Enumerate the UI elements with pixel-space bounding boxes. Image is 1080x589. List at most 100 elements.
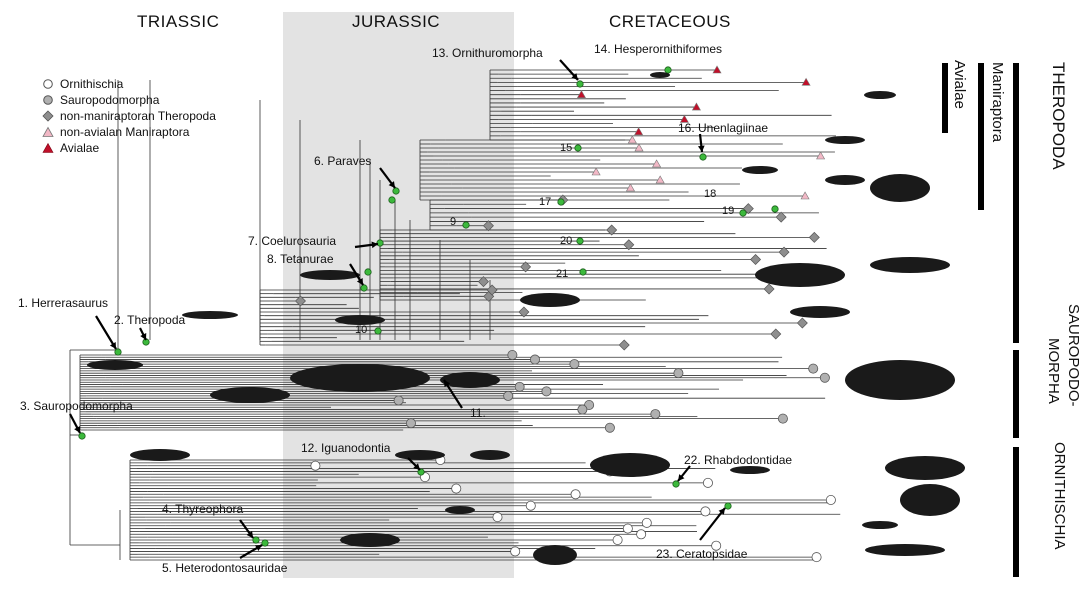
sauropodomorph-marker xyxy=(541,386,552,397)
node-number-10: 10 xyxy=(355,324,368,336)
dinosaur-silhouette xyxy=(210,387,290,403)
label-ornithuromorpha: 13. Ornithuromorpha xyxy=(432,46,543,60)
theropod-diamond xyxy=(796,317,808,329)
dinosaur-silhouette xyxy=(755,263,845,287)
period-cretaceous: CRETACEOUS xyxy=(609,12,731,31)
label-arrows xyxy=(69,59,726,559)
arrow-head xyxy=(74,426,81,433)
legend-label: non-maniraptoran Theropoda xyxy=(60,109,216,123)
arrow-head xyxy=(246,531,253,538)
legend-label: Ornithischia xyxy=(60,77,124,91)
dinosaur-silhouette xyxy=(862,521,898,529)
period-triassic: TRIASSIC xyxy=(137,12,220,31)
dinosaur-silhouette xyxy=(470,450,510,460)
ornithischian-marker xyxy=(825,494,836,505)
dinosaur-silhouette xyxy=(900,484,960,516)
arrow-head xyxy=(140,333,147,340)
node-marker xyxy=(576,237,584,245)
dinosaur-silhouette xyxy=(445,506,475,514)
node-number-17: 17 xyxy=(539,196,552,208)
node-marker xyxy=(462,221,470,229)
dinosaur-silhouette xyxy=(864,91,896,99)
avialae-marker xyxy=(634,127,644,136)
arrow-head xyxy=(718,508,725,515)
node-marker xyxy=(360,284,368,292)
theropod-diamond xyxy=(775,211,787,223)
ornithischian-marker xyxy=(711,540,722,551)
sauropodomorph-marker xyxy=(405,418,416,429)
ornithischian-marker xyxy=(702,477,713,488)
sauropodomorph-marker xyxy=(393,395,404,406)
diamond-icon xyxy=(42,110,54,122)
dinosaur-silhouette xyxy=(300,270,360,280)
arrow-head xyxy=(678,474,685,481)
legend-label: Sauropodomorpha xyxy=(60,93,160,107)
dinosaur-silhouette xyxy=(870,257,950,273)
theropod-diamond xyxy=(778,246,790,258)
maniraptora-marker xyxy=(652,159,662,168)
dinosaur-silhouette xyxy=(650,72,670,78)
sauropodomorph-marker xyxy=(819,372,830,383)
clade-label-ornithischia: ORNITHISCHIA xyxy=(1051,442,1068,550)
ornithischian-marker xyxy=(622,523,633,534)
label-rhabdodontidae: 22. Rhabdodontidae xyxy=(684,453,793,467)
maniraptora-marker xyxy=(800,191,810,200)
arrow-head xyxy=(388,181,395,188)
node-number-18: 18 xyxy=(704,188,717,200)
node-marker xyxy=(579,268,587,276)
theropod-diamond xyxy=(606,224,618,236)
maniraptora-marker xyxy=(634,143,644,152)
pink-triangle-icon xyxy=(42,126,54,137)
tree-tip-markers xyxy=(78,65,836,563)
node-marker xyxy=(739,209,747,217)
legend-item-theropoda: non-maniraptoran Theropoda xyxy=(42,108,216,124)
avialae-marker xyxy=(679,114,689,123)
node-marker xyxy=(699,153,707,161)
label-coelurosauria: 7. Coelurosauria xyxy=(248,234,337,248)
theropod-diamond xyxy=(750,253,762,265)
clade-label-sauropodomorpha-2: MORPHA xyxy=(1045,338,1062,404)
arrow-head xyxy=(356,278,363,285)
node-number-19: 19 xyxy=(722,205,735,217)
label-tetanurae: 8. Tetanurae xyxy=(267,252,334,266)
node-marker xyxy=(557,198,565,206)
legend-item-avialae: Avialae xyxy=(42,140,216,156)
maniraptora-marker xyxy=(625,183,635,192)
maniraptora-marker xyxy=(591,167,601,176)
clade-label-sauropodomorpha-1: SAUROPODO- xyxy=(1065,304,1080,407)
clade-label-maniraptora: Maniraptora xyxy=(989,62,1006,143)
dinosaur-silhouette xyxy=(335,315,385,325)
legend-label: non-avialan Maniraptora xyxy=(60,125,190,139)
label-node-11: 11. xyxy=(470,406,486,420)
dinosaur-silhouettes xyxy=(87,72,965,565)
sauropodomorph-marker xyxy=(503,390,514,401)
ornithischian-marker xyxy=(570,489,581,500)
arrow-head xyxy=(571,73,578,80)
node-marker xyxy=(252,536,260,544)
arrow-head xyxy=(444,380,451,387)
arrow-head xyxy=(371,241,378,249)
sauropodomorph-marker xyxy=(569,359,580,370)
ornithischia-bar xyxy=(1013,447,1019,577)
dinosaur-silhouette xyxy=(590,453,670,477)
node-number-9: 9 xyxy=(450,216,457,228)
filled-circle-icon xyxy=(43,95,53,105)
maniraptora-marker xyxy=(655,175,665,184)
node-marker xyxy=(724,502,732,510)
theropod-diamond xyxy=(477,276,489,288)
dinosaur-silhouette xyxy=(845,360,955,400)
theropod-diamond xyxy=(486,284,498,296)
label-thyreophora: 4. Thyreophora xyxy=(162,502,244,516)
maniraptora-marker xyxy=(627,135,637,144)
sauropodomorph-marker xyxy=(529,354,540,365)
arrow-head xyxy=(255,545,262,552)
node-marker xyxy=(374,327,382,335)
clade-label-theropoda: THEROPODA xyxy=(1049,62,1068,170)
dinosaur-silhouette xyxy=(395,450,445,460)
sauropodomorph-marker xyxy=(650,409,661,420)
theropod-diamond xyxy=(623,239,635,251)
dinosaur-silhouette xyxy=(825,136,865,144)
ornithischian-marker xyxy=(451,483,462,494)
